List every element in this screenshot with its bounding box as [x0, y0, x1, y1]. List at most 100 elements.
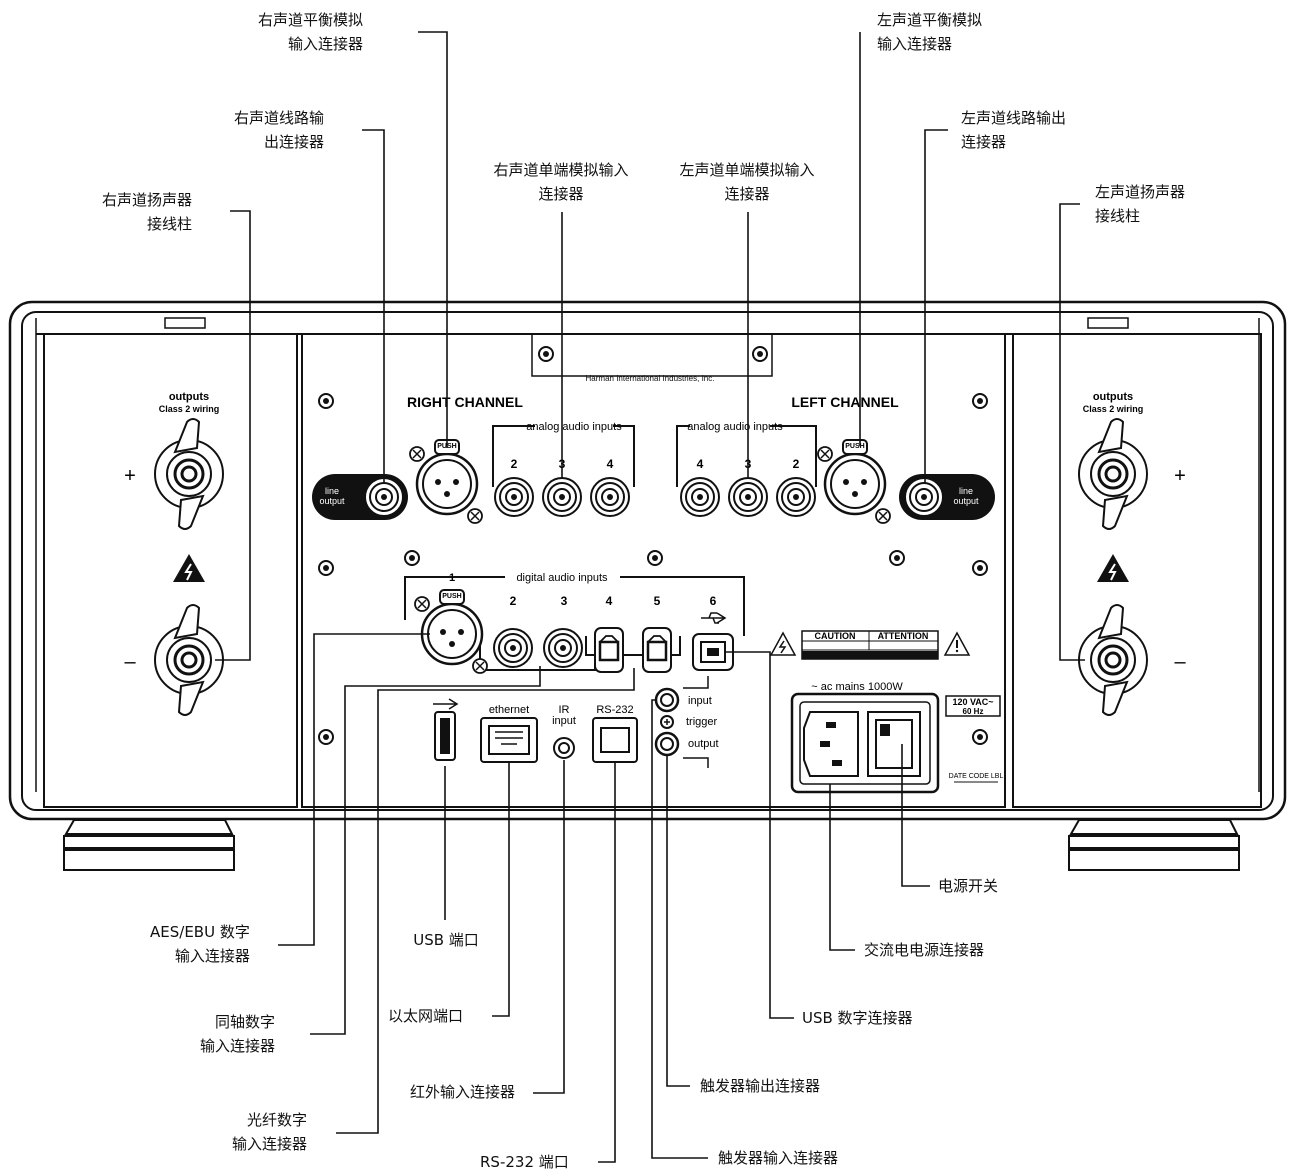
callout-line: 输入连接器 [200, 1037, 276, 1055]
callout-power-switch: 电源开关 [938, 874, 998, 898]
svg-text:RS-232: RS-232 [596, 704, 633, 716]
svg-text:outputs: outputs [169, 391, 209, 403]
chassis [8, 300, 1287, 821]
callout-line: USB 端口 [413, 931, 479, 949]
callout-ethernet-port: 以太网端口 [388, 1004, 463, 1028]
svg-text:4: 4 [607, 457, 614, 471]
callout-line: RS-232 端口 [480, 1153, 569, 1171]
svg-text:DATE CODE LBL: DATE CODE LBL [949, 773, 1004, 780]
callout-line: 左声道单端模拟输入 [679, 161, 815, 179]
callout-line: 出连接器 [264, 133, 325, 151]
callout-right-line-output: 右声道线路输 出连接器 [234, 106, 324, 154]
callout-line: 接线柱 [1095, 207, 1141, 225]
callout-line: 右声道平衡模拟 [258, 11, 364, 29]
svg-text:–: – [1174, 651, 1186, 673]
svg-text:analog audio inputs: analog audio inputs [526, 421, 622, 433]
svg-text:ATTENTION: ATTENTION [878, 631, 929, 641]
callout-ir-input: 红外输入连接器 [410, 1080, 515, 1104]
svg-text:output: output [953, 496, 979, 506]
callout-line: 触发器输出连接器 [700, 1077, 821, 1095]
left-line-output: line output [899, 474, 995, 520]
svg-text:4: 4 [606, 594, 613, 608]
callout-right-single-ended-input: 右声道单端模拟输入 连接器 [476, 158, 646, 206]
right-xlr-input: PUSH [408, 438, 484, 525]
callout-line: 交流电电源连接器 [864, 941, 985, 959]
ac-mains-block: ~ ac mains 1000W 120 VAC~ 60 Hz DATE COD… [790, 681, 1004, 794]
svg-text:trigger: trigger [686, 716, 718, 728]
svg-text:ethernet: ethernet [489, 704, 529, 716]
callout-line: 右声道扬声器 [102, 191, 193, 209]
callout-line: 以太网端口 [388, 1007, 464, 1025]
svg-text:PUSH: PUSH [845, 443, 864, 450]
right-line-output: line output [312, 474, 408, 520]
callout-coax-input: 同轴数字 输入连接器 [200, 1010, 275, 1058]
svg-text:IR: IR [559, 704, 570, 716]
callout-line: 红外输入连接器 [410, 1083, 516, 1101]
svg-text:outputs: outputs [1093, 391, 1133, 403]
svg-text:120 VAC~: 120 VAC~ [952, 697, 993, 707]
left-xlr-input: PUSH [816, 438, 892, 525]
digital-inputs: digital audio inputs 1 2 3 4 5 6 PUSH [404, 572, 745, 675]
callout-line: 接线柱 [147, 215, 193, 233]
caution-label: CAUTION ATTENTION [769, 630, 971, 660]
right-channel-title: RIGHT CHANNEL [407, 394, 523, 410]
svg-text:–: – [124, 651, 136, 673]
callout-line: 左声道扬声器 [1095, 183, 1186, 201]
analog-inputs-left: analog audio inputs 4 3 2 [676, 421, 817, 517]
callout-line: 连接器 [724, 185, 770, 203]
callout-line: 连接器 [961, 133, 1007, 151]
callout-line: 同轴数字 [215, 1013, 276, 1031]
svg-text:1: 1 [449, 572, 455, 584]
callout-left-balanced-input: 左声道平衡模拟 输入连接器 [877, 8, 982, 56]
callout-right-balanced-input: 右声道平衡模拟 输入连接器 [258, 8, 363, 56]
svg-text:5: 5 [654, 594, 661, 608]
svg-text:analog audio inputs: analog audio inputs [687, 421, 783, 433]
svg-text:input: input [688, 695, 712, 707]
callout-line: 输入连接器 [232, 1135, 308, 1153]
callout-line: 光纤数字 [247, 1111, 308, 1129]
callout-line: 左声道线路输出 [961, 109, 1067, 127]
callout-line: 连接器 [538, 185, 584, 203]
callout-aes-ebu-input: AES/EBU 数字 输入连接器 [150, 920, 250, 968]
callout-line: 右声道单端模拟输入 [493, 161, 629, 179]
callout-line: 输入连接器 [288, 35, 364, 53]
callout-rs232-port: RS-232 端口 [480, 1150, 569, 1174]
leader-lines [215, 31, 1085, 1163]
svg-text:output: output [319, 496, 345, 506]
svg-text:~ ac mains 1000W: ~ ac mains 1000W [811, 681, 903, 693]
svg-text:Class 2 wiring: Class 2 wiring [1083, 404, 1144, 414]
callout-line: 输入连接器 [877, 35, 953, 53]
callout-usb-port: USB 端口 [396, 928, 496, 952]
callout-line: 触发器输入连接器 [718, 1149, 839, 1167]
left-speaker-posts: outputs Class 2 wiring + – [1077, 391, 1186, 717]
callout-line: 电源开关 [938, 877, 999, 895]
svg-text:digital audio inputs: digital audio inputs [516, 572, 608, 584]
callout-line: 左声道平衡模拟 [877, 11, 983, 29]
callout-line: USB 数字连接器 [802, 1009, 913, 1027]
svg-text:CAUTION: CAUTION [815, 631, 856, 641]
svg-text:line: line [325, 486, 339, 496]
svg-text:4: 4 [697, 457, 704, 471]
svg-text:input: input [552, 715, 576, 727]
control-ports: ethernet IR input RS-232 input trigger o… [433, 676, 719, 768]
svg-text:60 Hz: 60 Hz [963, 707, 984, 716]
svg-text:3: 3 [561, 594, 568, 608]
svg-text:Harman International Industrie: Harman International Industries, Inc. [586, 374, 715, 383]
callout-left-speaker-posts: 左声道扬声器 接线柱 [1095, 180, 1185, 228]
svg-text:Class 2 wiring: Class 2 wiring [159, 404, 220, 414]
harman-plate: Harman International Industries, Inc. [538, 346, 768, 383]
svg-text:output: output [688, 738, 719, 750]
callout-left-single-ended-input: 左声道单端模拟输入 连接器 [662, 158, 832, 206]
callout-trigger-input: 触发器输入连接器 [718, 1146, 838, 1170]
callout-line: 右声道线路输 [234, 109, 325, 127]
svg-text:6: 6 [710, 594, 717, 608]
callout-line: 输入连接器 [174, 947, 250, 965]
callout-trigger-output: 触发器输出连接器 [700, 1074, 820, 1098]
svg-text:+: + [1174, 465, 1186, 487]
callout-line: AES/EBU 数字 [150, 923, 250, 941]
svg-text:PUSH: PUSH [442, 593, 461, 600]
analog-inputs-right: analog audio inputs 2 3 4 [492, 421, 635, 517]
callout-right-speaker-posts: 右声道扬声器 接线柱 [102, 188, 192, 236]
svg-text:line: line [959, 486, 973, 496]
